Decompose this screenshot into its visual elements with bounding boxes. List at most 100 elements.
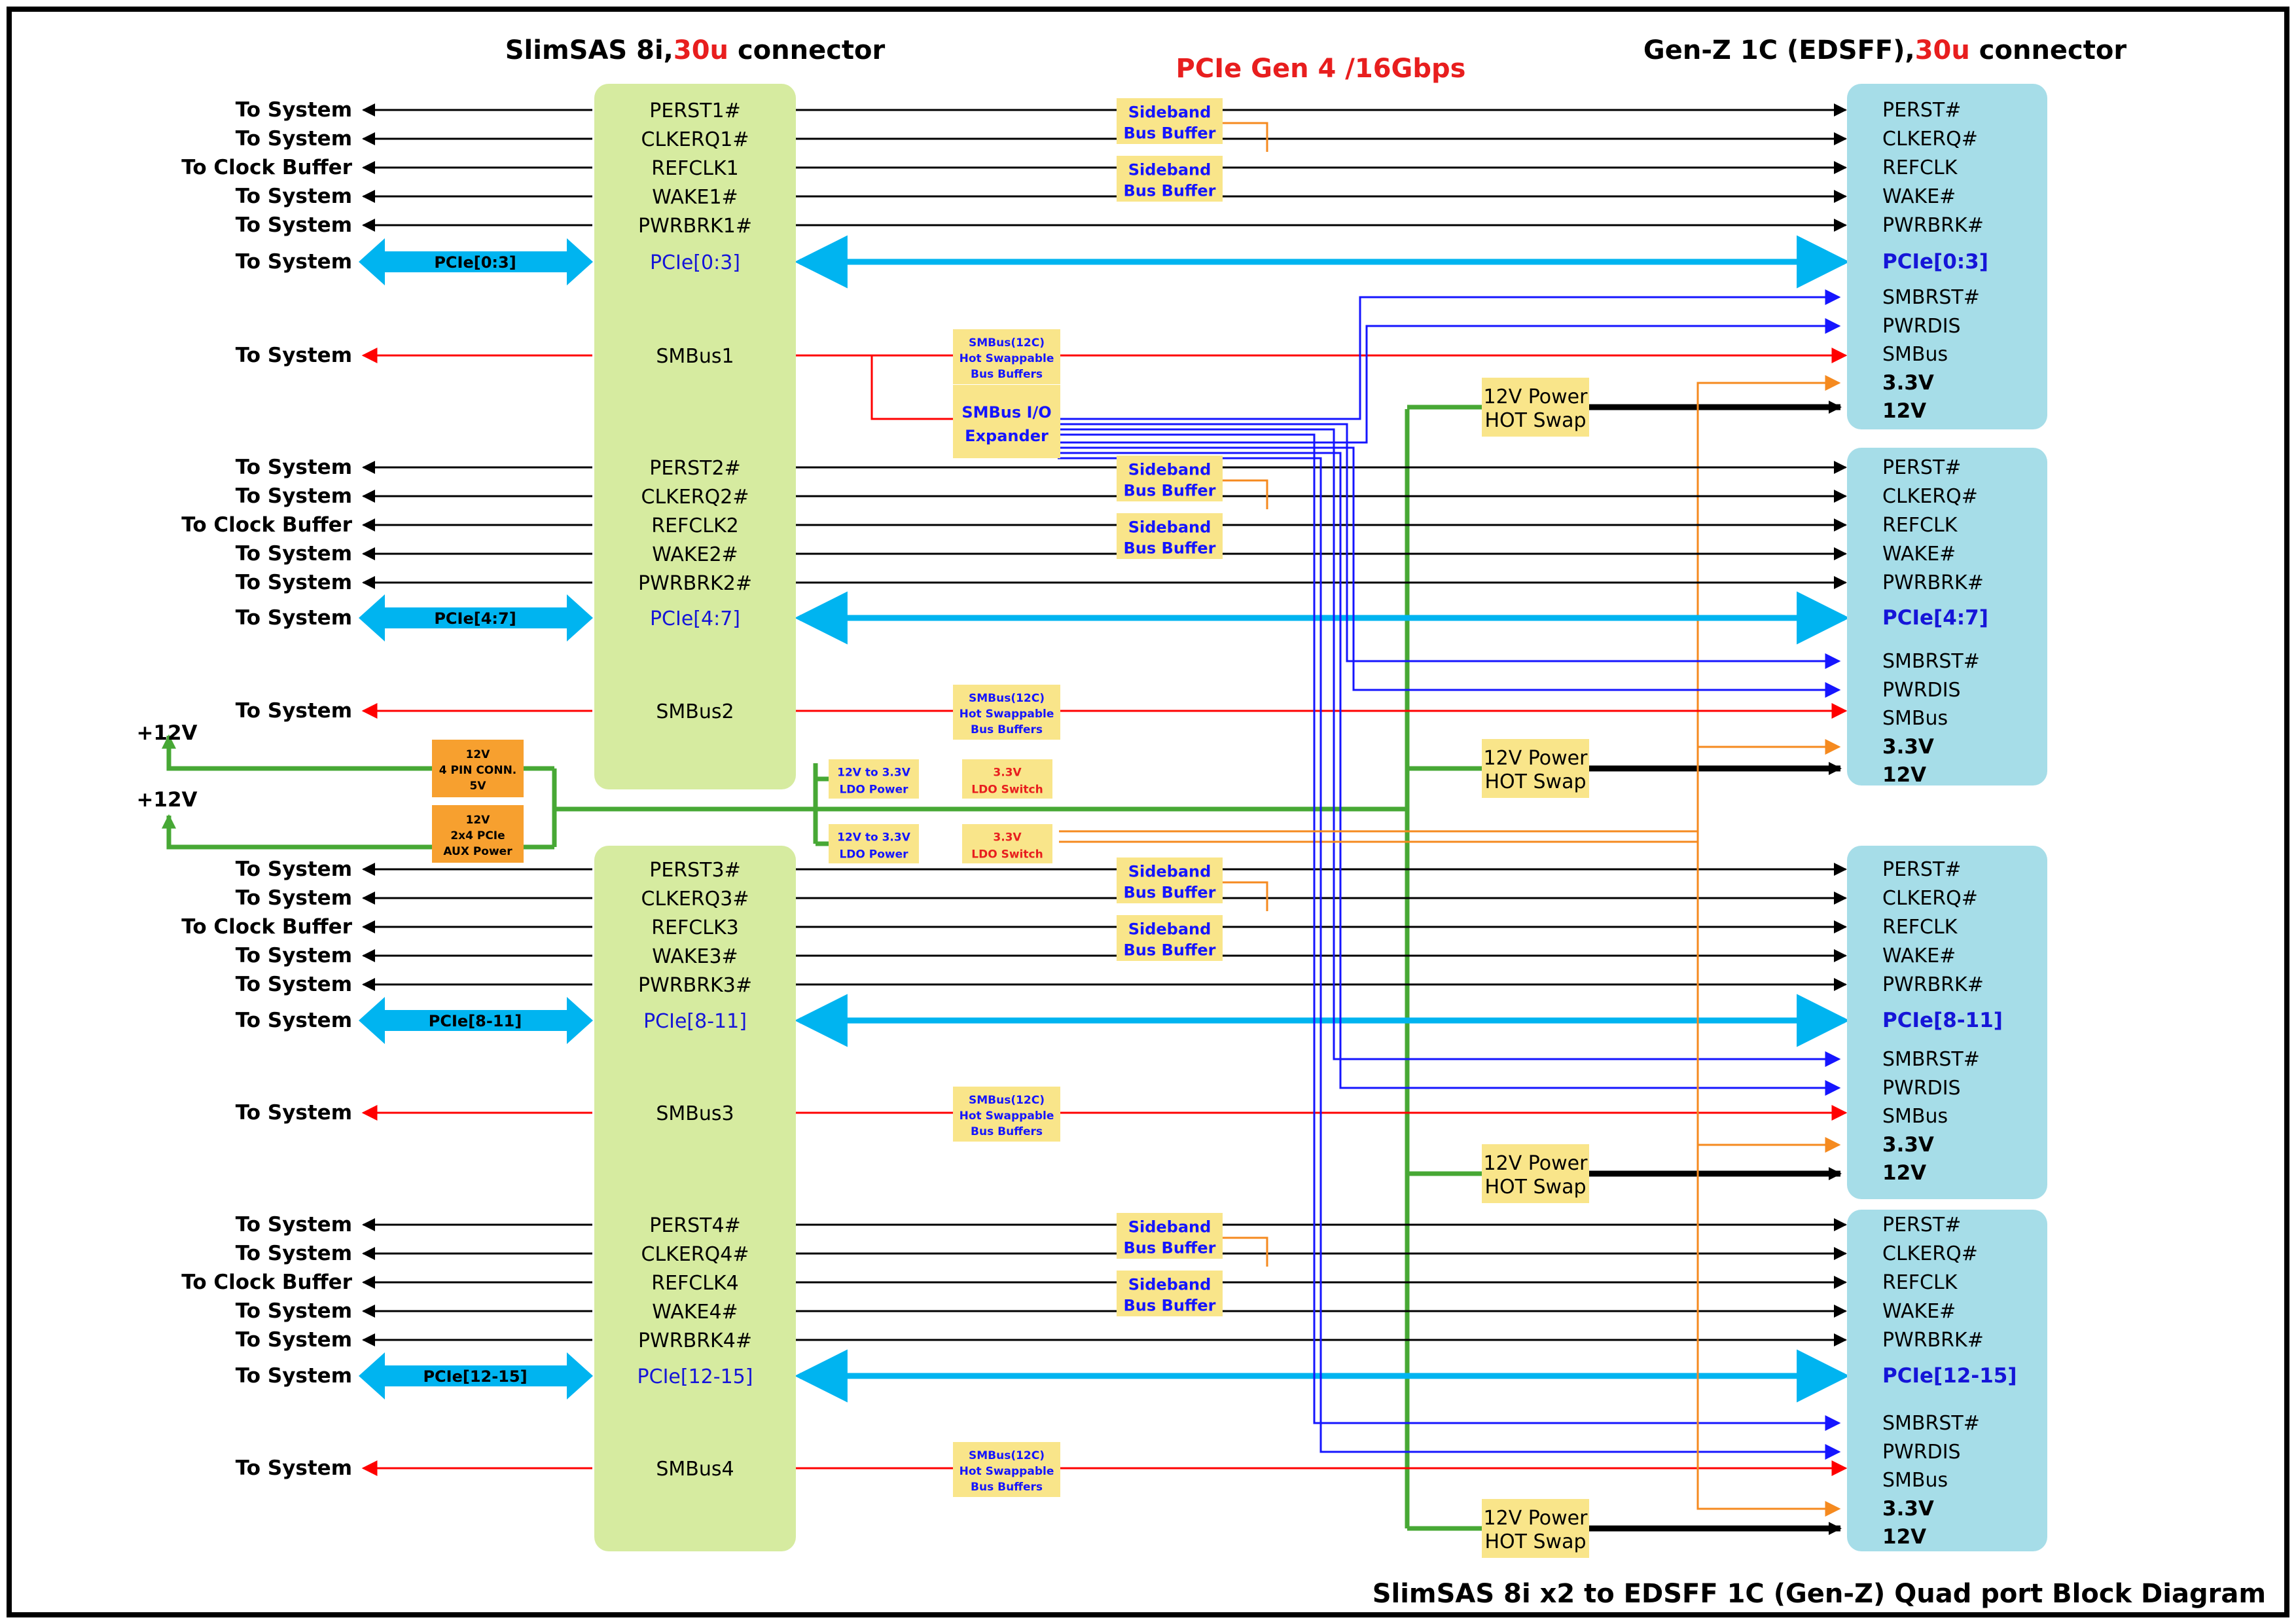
sideband-buffer-block-line: Bus Buffer <box>1124 124 1216 143</box>
slimsas-signal-label: REFCLK2 <box>651 514 738 537</box>
edsff-pin-label: PERST# <box>1882 456 1961 479</box>
edsff-pcie-label: PCIe[12-15] <box>1882 1364 2017 1388</box>
sideband-buffer-block-line: Bus Buffer <box>1124 182 1216 200</box>
smbrst-wire <box>1058 423 1841 669</box>
smbus-buffer-block-line: Bus Buffers <box>971 368 1043 381</box>
to-system-label: To System <box>236 1009 352 1032</box>
edsff-pin-label: SMBus <box>1882 1469 1948 1492</box>
plus12v-label: +12V <box>136 721 197 745</box>
edsff-pin-label: 12V <box>1882 399 1926 423</box>
power-33v-wire <box>1059 375 1841 843</box>
right-header-prefix: Gen-Z 1C (EDSFF), <box>1643 35 1915 65</box>
slimsas-signal-label: PWRBRK4# <box>638 1329 752 1352</box>
io-expander-block-line: SMBus I/O <box>961 403 1051 422</box>
edsff-pin-label: WAKE# <box>1882 945 1956 967</box>
sideband-buffer-block-line: Sideband <box>1128 103 1211 122</box>
to-system-label: To System <box>236 185 352 208</box>
to-system-label: To System <box>236 857 352 881</box>
edsff-pin-label: CLKERQ# <box>1882 485 1978 508</box>
hot-swap-block-line: HOT Swap <box>1484 1176 1586 1199</box>
to-system-label: To System <box>236 699 352 723</box>
hot-swap-block-line: 12V Power <box>1484 1152 1588 1175</box>
smbus-buffer-block-line: SMBus(12C) <box>969 336 1045 350</box>
pin-conn-block-line: 4 PIN CONN. <box>439 764 517 777</box>
slimsas-signal-label: CLKERQ3# <box>641 888 749 911</box>
pwrdis-wire <box>1058 452 1841 1096</box>
slimsas-pcie-label: PCIe[8-11] <box>643 1010 747 1033</box>
slimsas-signal-label: WAKE3# <box>652 945 738 968</box>
hot-swap-block-line: HOT Swap <box>1484 409 1586 432</box>
sideband-buffer-block-line: Sideband <box>1128 920 1211 939</box>
to-system-label: To System <box>236 213 352 237</box>
plus12v-label: +12V <box>136 788 197 812</box>
edsff-pin-label: PERST# <box>1882 1214 1961 1236</box>
smbus-buffer-block-line: SMBus(12C) <box>969 1449 1045 1462</box>
pin-conn-block <box>432 740 524 797</box>
ldo-power-block-line: 12V to 3.3V <box>837 767 911 780</box>
to-system-label: To System <box>236 944 352 967</box>
edsff-pin-label: SMBus <box>1882 1105 1948 1128</box>
slimsas-connector-a <box>594 84 796 789</box>
to-system-label: To System <box>236 1101 352 1125</box>
edsff-pin-label: PWRBRK# <box>1882 571 1984 594</box>
slimsas-signal-label: PERST1# <box>649 99 740 122</box>
edsff-pin-label: SMBRST# <box>1882 1048 1980 1071</box>
slimsas-connector-b <box>594 846 796 1551</box>
sideband-buffer-block-line: Sideband <box>1128 161 1211 179</box>
smbus-buffer-block-line: Hot Swappable <box>960 1465 1054 1478</box>
ldo-switch-block-line: LDO Switch <box>971 848 1043 861</box>
edsff-pin-label: PWRBRK# <box>1882 214 1984 237</box>
hot-swap-block-line: 12V Power <box>1484 747 1588 770</box>
right-header: Gen-Z 1C (EDSFF),30u connector <box>1643 35 2126 65</box>
aux-power-block-line: 2x4 PCIe <box>450 829 505 842</box>
power-33v-wire <box>1059 830 1841 1517</box>
edsff-connector-1 <box>1847 84 2047 429</box>
sideband-buffer-block-line: Bus Buffer <box>1124 884 1216 902</box>
to-system-label: To System <box>236 1299 352 1323</box>
aux-power-block <box>432 805 524 863</box>
edsff-pin-label: WAKE# <box>1882 185 1956 208</box>
sideband-buffer-block <box>1117 156 1223 202</box>
to-system-label: To System <box>236 456 352 479</box>
slimsas-signal-label: WAKE4# <box>652 1301 738 1324</box>
sideband-buffer-block <box>1117 915 1223 961</box>
sideband-buffer-block-line: Sideband <box>1128 863 1211 881</box>
edsff-pin-label: PWRBRK# <box>1882 973 1984 996</box>
edsff-pin-label: SMBRST# <box>1882 286 1980 309</box>
ldo-power-block <box>829 759 919 799</box>
slimsas-pcie-label: PCIe[12-15] <box>637 1365 753 1388</box>
ldo-power-block-line: LDO Power <box>839 784 908 797</box>
sideband-buffer-block-line: Sideband <box>1128 518 1211 537</box>
to-system-label: To System <box>236 1456 352 1480</box>
edsff-pin-label: PWRDIS <box>1882 1077 1961 1100</box>
edsff-connector-3 <box>1847 846 2047 1199</box>
wires <box>162 103 1850 1535</box>
ldo-switch-block-line: 3.3V <box>993 831 1022 844</box>
edsff-connector-2 <box>1847 448 2047 785</box>
edsff-pin-label: 3.3V <box>1882 1497 1934 1521</box>
smbus-branch <box>870 355 953 420</box>
pcie-arrow-label: PCIe[12-15] <box>423 1367 527 1386</box>
sideband-buffer-block-line: Sideband <box>1128 461 1211 479</box>
aux-power-block-line: AUX Power <box>443 845 512 858</box>
sideband-buffer-block-line: Bus Buffer <box>1124 482 1216 500</box>
smbus-buffer-block <box>953 329 1060 384</box>
io-expander-block <box>953 385 1060 458</box>
smbus-buffer-block <box>953 1087 1060 1142</box>
ldo-switch-block <box>962 824 1052 863</box>
smbus-buffer-block <box>953 685 1060 740</box>
edsff-pin-label: REFCLK <box>1882 514 1958 537</box>
edsff-connector-4 <box>1847 1210 2047 1551</box>
smbus-buffer-block-line: Hot Swappable <box>960 708 1054 721</box>
slimsas-signal-label: CLKERQ2# <box>641 486 749 509</box>
slimsas-signal-label: WAKE2# <box>652 543 738 566</box>
blocks <box>432 84 2047 1558</box>
edsff-pin-label: PWRDIS <box>1882 679 1961 702</box>
power-33v-wire <box>1059 739 1841 833</box>
edsff-pin-label: 3.3V <box>1882 1133 1934 1157</box>
slimsas-signal-label: WAKE1# <box>652 186 738 209</box>
ldo-power-block <box>829 824 919 863</box>
edsff-pin-label: WAKE# <box>1882 543 1956 566</box>
to-system-label: To Clock Buffer <box>181 1271 352 1294</box>
